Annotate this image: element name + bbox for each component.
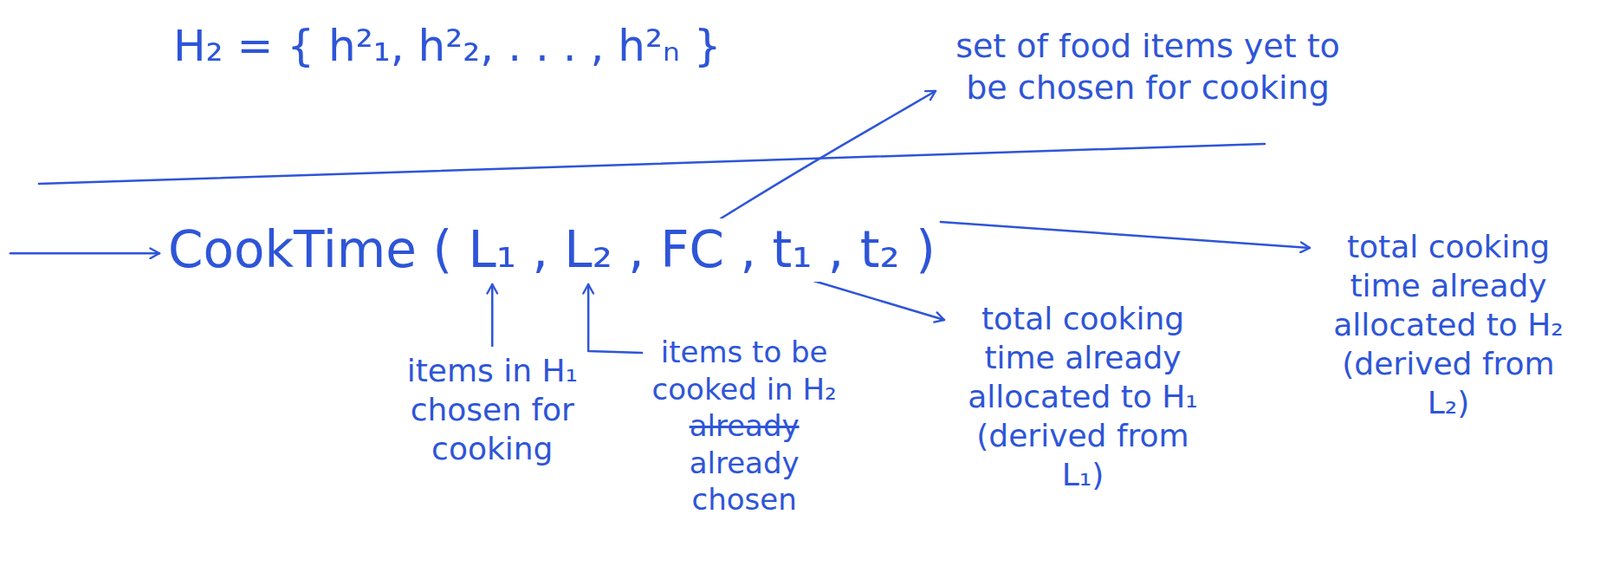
- function-signature: CookTime ( L₁ , L₂ , FC , t₁ , t₂ ): [168, 218, 936, 282]
- pointer-arrow: [940, 221, 1310, 248]
- pointer-arrow: [491, 284, 494, 346]
- annotation-note: items to be cooked in H₂: [648, 333, 840, 408]
- annotation-note: total cooking time already allocated to …: [1318, 226, 1579, 422]
- struck-word: already: [648, 407, 840, 445]
- annotation-note: set of food items yet to be chosen for c…: [944, 25, 1352, 109]
- entry-arrow: [10, 252, 160, 255]
- separator-line: [38, 143, 1265, 184]
- annotation-note: already chosen: [648, 444, 840, 519]
- pointer-arrow: [588, 284, 642, 353]
- annotation-note: items in H₁ chosen for cooking: [405, 350, 579, 468]
- pointer-arrow: [813, 280, 945, 320]
- set-definition: H₂ = { h²₁, h²₂, . . . , h²ₙ }: [173, 19, 722, 74]
- annotation-note: total cooking time already allocated to …: [952, 298, 1213, 494]
- pointer-arrow: [720, 90, 936, 219]
